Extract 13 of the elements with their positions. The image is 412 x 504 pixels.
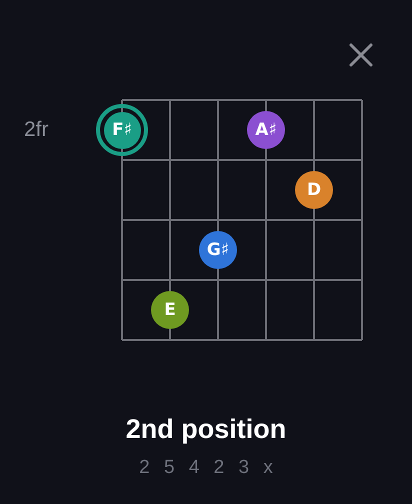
note-name: G♯ <box>206 240 230 260</box>
note-marker <box>151 291 189 329</box>
note-name: D <box>306 180 322 200</box>
note-name: E <box>164 300 176 320</box>
note-marker <box>199 231 237 269</box>
root-note-marker <box>96 104 148 156</box>
note-name: F♯ <box>112 120 132 140</box>
chord-title: 2nd position <box>124 413 288 446</box>
fret-number-label: 2fr <box>24 117 49 143</box>
fingering-numbers: 2 5 4 2 3 x <box>138 456 278 480</box>
note-marker <box>295 171 333 209</box>
note-name: A♯ <box>255 120 277 140</box>
note-marker <box>247 111 285 149</box>
